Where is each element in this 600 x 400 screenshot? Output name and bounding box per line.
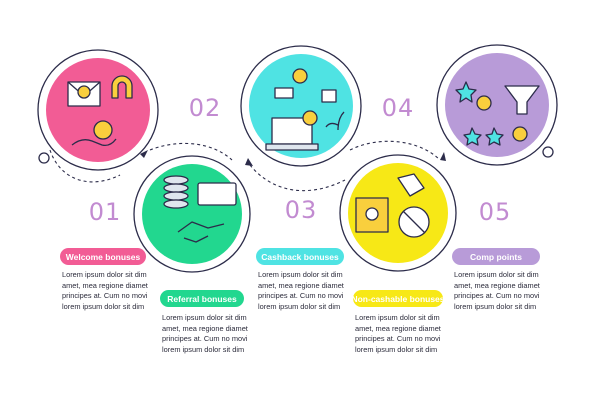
step-description-05: Lorem ipsum dolor sit dim amet, mea regi… bbox=[454, 270, 550, 312]
knob-2 bbox=[542, 146, 554, 158]
description-line: principes at. Cum no movi bbox=[62, 291, 148, 301]
description-line: Lorem ipsum dolor sit dim bbox=[258, 270, 343, 279]
step-number-02: 02 bbox=[188, 94, 222, 122]
ring-4 bbox=[339, 154, 457, 272]
hand-icon bbox=[71, 138, 117, 147]
funnel-icon bbox=[504, 85, 540, 115]
horseshoe-icon bbox=[111, 75, 133, 99]
step-title-02: Referral bonuses bbox=[160, 290, 244, 307]
star-icon bbox=[455, 81, 477, 103]
step-number-05: 05 bbox=[478, 198, 512, 226]
price-tag-icon bbox=[397, 173, 425, 197]
step-description-01: Lorem ipsum dolor sit dim amet, mea regi… bbox=[62, 270, 158, 312]
description-line: amet, mea regione diamet bbox=[258, 280, 344, 290]
description-line: principes at. Cum no movi bbox=[162, 334, 248, 344]
coin-icon bbox=[77, 85, 91, 99]
description-line: principes at. Cum no movi bbox=[454, 291, 540, 301]
description-line: lorem ipsum dolor sit dim bbox=[355, 344, 438, 354]
step-number-03: 03 bbox=[284, 196, 318, 224]
step-title-01: Welcome bonuses bbox=[60, 248, 146, 265]
stars-funnel-coins-icon bbox=[455, 81, 540, 146]
description-line: lorem ipsum dolor sit dim bbox=[162, 344, 245, 354]
description-line: principes at. Cum no movi bbox=[355, 334, 441, 344]
coin-stack-icon bbox=[163, 175, 189, 185]
description-line: amet, mea regione diamet bbox=[355, 323, 441, 333]
step-number-04: 04 bbox=[381, 94, 415, 122]
outline-rings bbox=[37, 44, 558, 273]
connector-knobs bbox=[38, 146, 554, 164]
ring-5 bbox=[436, 44, 558, 166]
star-icon bbox=[463, 127, 482, 146]
coin-icon bbox=[93, 120, 113, 140]
coin-icon bbox=[476, 95, 492, 111]
description-line: Lorem ipsum dolor sit dim bbox=[62, 270, 147, 279]
coins-handshake-browser-icon bbox=[163, 175, 237, 243]
tag-box-no-cash-icon bbox=[355, 173, 430, 238]
coin-icon bbox=[292, 68, 308, 84]
knob-1 bbox=[38, 152, 50, 164]
ring-3 bbox=[240, 45, 362, 167]
description-line: lorem ipsum dolor sit dim bbox=[62, 301, 145, 311]
step-description-03: Lorem ipsum dolor sit dim amet, mea regi… bbox=[258, 270, 354, 312]
description-line: Lorem ipsum dolor sit dim bbox=[162, 313, 247, 322]
step-title-04: Non-cashable bonuses bbox=[351, 290, 445, 307]
connector-4-5 bbox=[349, 140, 441, 161]
laptop-cashback-plant-icon bbox=[265, 68, 345, 151]
description-line: amet, mea regione diamet bbox=[454, 280, 540, 290]
star-icon bbox=[485, 127, 504, 146]
description-line: amet, mea regione diamet bbox=[162, 323, 248, 333]
circle-green bbox=[142, 164, 242, 264]
coin-icon bbox=[302, 110, 318, 126]
arrow-heads bbox=[140, 150, 446, 166]
step-title-05: Comp points bbox=[452, 248, 540, 265]
description-line: principes at. Cum no movi bbox=[258, 291, 344, 301]
step-number-01: 01 bbox=[88, 198, 122, 226]
coin-icon bbox=[512, 126, 528, 142]
connector-2-3 bbox=[149, 142, 233, 161]
browser-window-icon bbox=[197, 182, 237, 206]
ring-2 bbox=[133, 155, 251, 273]
description-line: lorem ipsum dolor sit dim bbox=[258, 301, 341, 311]
description-line: amet, mea regione diamet bbox=[62, 280, 148, 290]
arrow-icon bbox=[140, 150, 148, 158]
arrow-icon bbox=[440, 152, 446, 161]
dashed-connectors bbox=[49, 140, 441, 192]
handshake-icon bbox=[177, 221, 225, 233]
laptop-icon bbox=[271, 117, 313, 145]
connector-3-4 bbox=[249, 164, 346, 192]
card-slot-icon bbox=[274, 87, 294, 99]
description-line: Lorem ipsum dolor sit dim bbox=[454, 270, 539, 279]
arrow-icon bbox=[245, 158, 253, 166]
circle-pink bbox=[46, 58, 150, 162]
step-title-03: Cashback bonuses bbox=[256, 248, 344, 265]
ring-1 bbox=[37, 49, 159, 171]
envelope-coin-horseshoe-hand-icon bbox=[67, 75, 133, 147]
step-description-04: Lorem ipsum dolor sit dim amet, mea regi… bbox=[355, 313, 451, 355]
description-line: Lorem ipsum dolor sit dim bbox=[355, 313, 440, 322]
description-line: lorem ipsum dolor sit dim bbox=[454, 301, 537, 311]
plant-icon bbox=[325, 111, 345, 131]
step-description-02: Lorem ipsum dolor sit dim amet, mea regi… bbox=[162, 313, 258, 355]
